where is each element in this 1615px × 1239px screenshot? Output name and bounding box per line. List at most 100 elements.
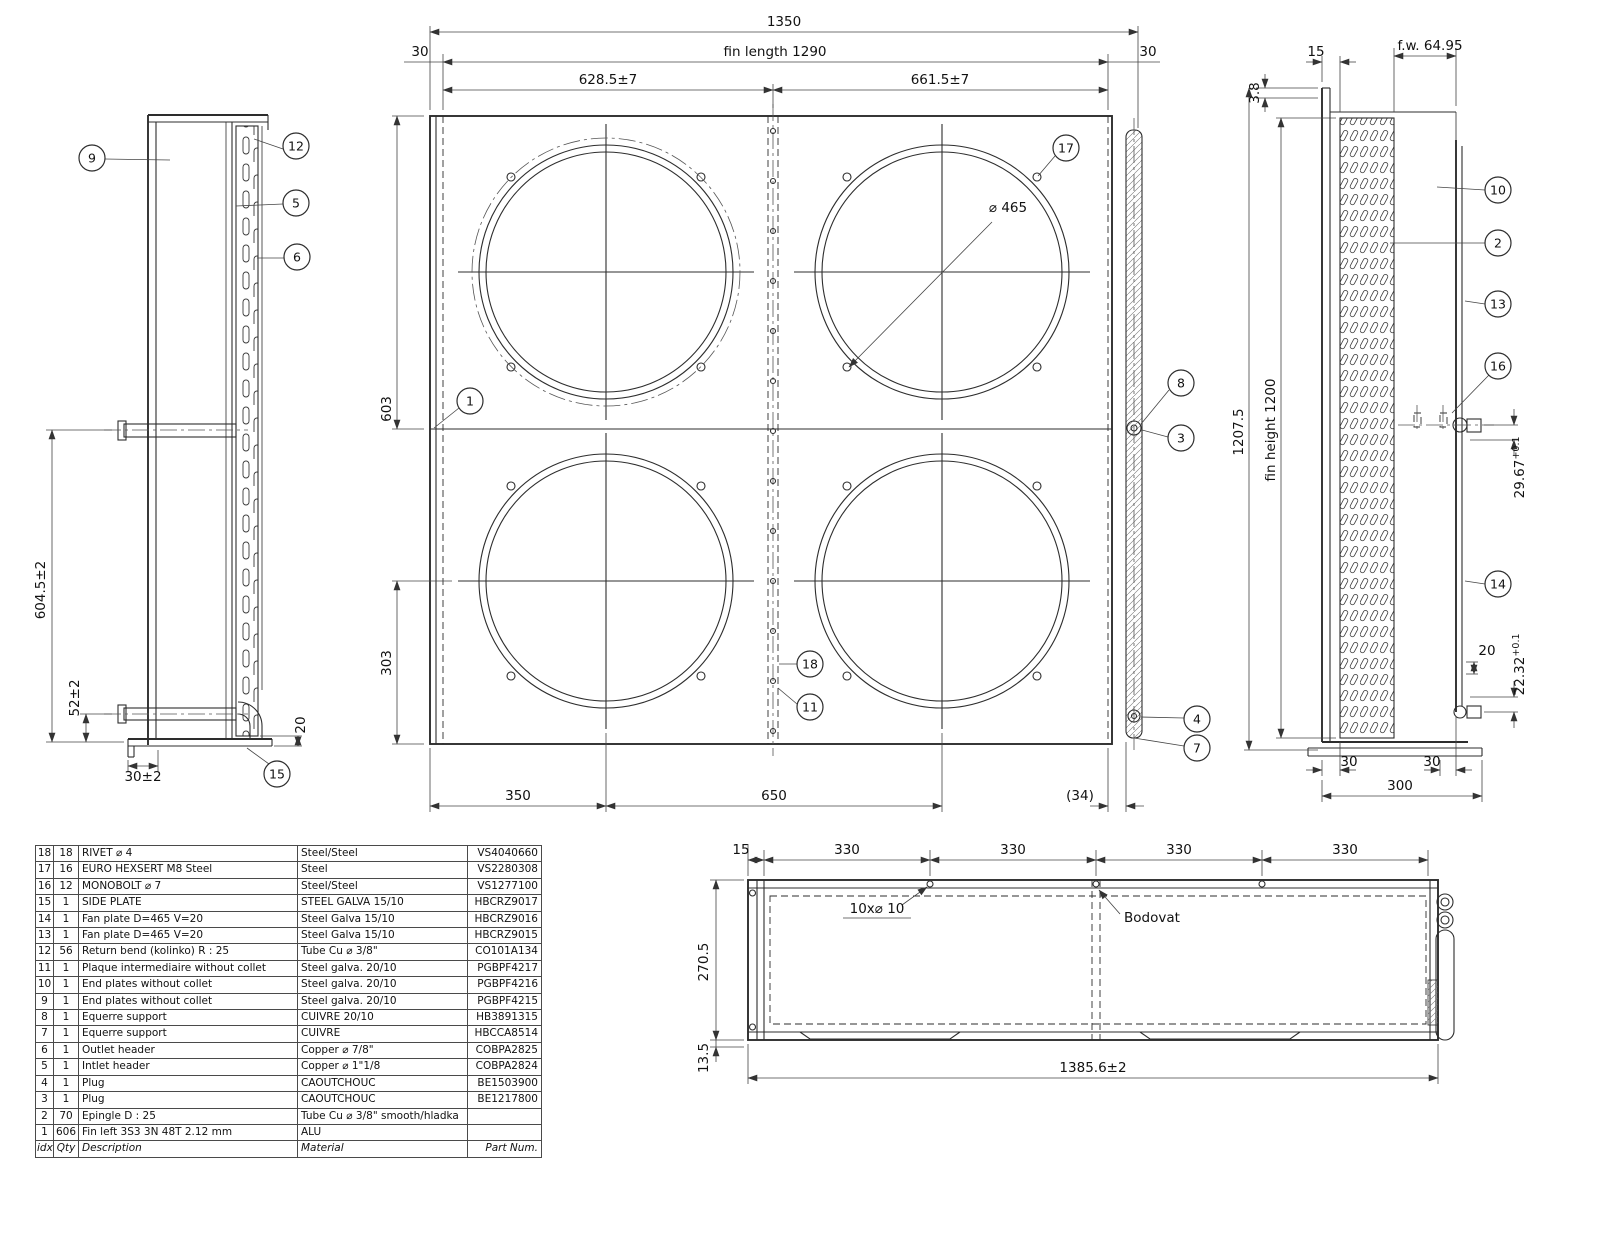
bom-cell-description: Return bend (kolinko) R : 25 [78,943,298,961]
intermediate-plate-rivets [769,127,777,735]
dim-top-15: 15 [1307,44,1324,60]
svg-text:16: 16 [1490,359,1506,374]
bom-cell-qty: 1 [53,910,79,929]
dim-total-width: 1350 [767,14,801,30]
balloon-3: 3 [1141,424,1195,452]
bom-cell-idx: 13 [35,927,54,945]
bom-cell-qty: 1 [53,1009,79,1027]
dim-margin-right: 30 [1139,44,1156,60]
dim-604: 604.5±2 [33,561,49,620]
balloon-11: 11 [777,687,824,721]
bom-cell-part: BE1503900 [467,1074,542,1093]
dim-135: 13.5 [696,1043,712,1073]
bom-cell-part: PGBPF4215 [467,992,542,1011]
bom-cell-idx: 14 [35,910,54,929]
bom-cell-part: VS1277100 [467,877,542,896]
inlet-header-pipe [104,420,248,441]
balloon-12: 12 [253,132,310,160]
dim-34: (34) [1066,788,1094,804]
bom-cell-idx: 15 [35,894,54,912]
dim-fin-height: fin height 1200 [1263,378,1279,481]
bom-cell-description: End plates without collet [78,976,298,994]
svg-text:2: 2 [1494,236,1502,251]
dim-330d: 330 [1332,842,1358,858]
bom-cell-description: Fan plate D=465 V=20 [78,927,298,945]
bom-cell-idx: 8 [35,1009,54,1027]
balloon-7: 7 [1133,734,1211,762]
bom-cell-idx: 7 [35,1025,54,1043]
header-connections [1427,893,1455,1041]
bom-cell-material: Steel Galva 15/10 [297,910,468,929]
bom-cell-part: VS2280308 [467,861,542,879]
bom-cell-qty: 18 [53,844,79,863]
bom-cell-part: COBPA2825 [467,1041,542,1060]
dim-30: 30±2 [124,769,161,785]
bom-cell-description: Outlet header [78,1041,298,1060]
bom-cell-part: PGBPF4217 [467,959,542,978]
bom-cell-qty: 1 [53,1025,79,1043]
foot-slot-right [1139,1031,1301,1040]
dim-30-right: 30 [1423,754,1440,770]
dim-t15: 15 [732,842,749,858]
dim-20: 20 [293,716,309,733]
svg-text:1: 1 [466,394,474,409]
bom-cell-part: HB3891315 [467,1009,542,1027]
bottom-side-plate [127,738,273,758]
dim-2967: 29.67 [1512,460,1528,499]
dim-300: 300 [1387,778,1413,794]
dim-52: 52±2 [67,679,83,716]
svg-text:15: 15 [269,767,285,782]
bom-cell-qty: 1 [53,959,79,978]
bom-cell-part [467,1123,542,1142]
fan-bolt-circle [471,137,741,407]
dim-fin-length: fin length 1290 [723,44,826,60]
dim-2232-tol: +0.1 [1511,633,1522,656]
dim-2967-tol: +0.1 [1511,436,1522,459]
bom-cell-material: ALU [297,1123,468,1142]
dim-650: 650 [761,788,787,804]
dim-1385: 1385.6±2 [1059,1060,1126,1076]
bom-cell-material: Tube Cu ⌀ 3/8" smooth/hladka [297,1107,468,1125]
bom-header-material: Material [297,1140,468,1158]
balloon-14: 14 [1464,570,1512,598]
bom-cell-idx: 4 [35,1074,54,1093]
bom-header-description: Description [78,1140,298,1158]
bom-header-row: idx Qty Description Material Part Num. [35,1140,542,1158]
right-dimensions [1244,48,1518,802]
note-holes: 10x⌀ 10 [850,901,905,917]
bom-cell-idx: 10 [35,976,54,994]
bom-cell-part: HBCRZ9016 [467,910,542,929]
balloon-10: 10 [1436,176,1512,204]
bom-cell-qty: 1 [53,1041,79,1060]
bom-cell-material: CUIVRE 20/10 [297,1009,468,1027]
bom-cell-description: EURO HEXSERT M8 Steel [78,861,298,879]
bom-cell-qty: 1 [53,1074,79,1093]
bom-cell-material: CAOUTCHOUC [297,1074,468,1093]
bom-cell-material: CAOUTCHOUC [297,1091,468,1109]
svg-text:8: 8 [1177,376,1185,391]
bom-cell-qty: 606 [53,1123,79,1142]
bom-cell-idx: 16 [35,877,54,896]
dim-603: 603 [379,396,395,422]
bom-cell-qty: 56 [53,943,79,961]
bom-cell-description: MONOBOLT ⌀ 7 [78,877,298,896]
bom-header-idx: idx [35,1140,54,1158]
top-view: 15 330 330 330 330 270.5 13.5 1385.6±2 1… [696,842,1455,1084]
note-bodovat: Bodovat [1124,910,1180,926]
bom-cell-part: COBPA2824 [467,1058,542,1076]
right-base-plate [1307,741,1483,757]
bom-cell-idx: 5 [35,1058,54,1076]
balloon-9: 9 [78,144,171,172]
